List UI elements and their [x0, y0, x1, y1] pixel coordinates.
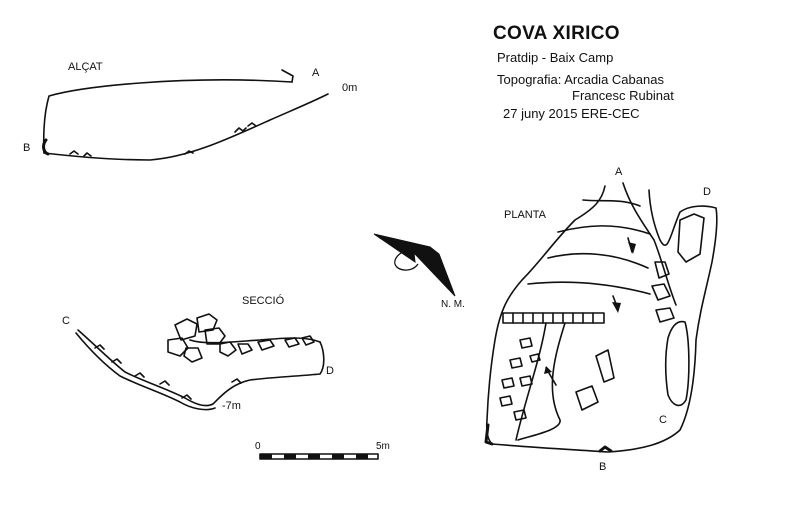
passage-arrow-3-head [544, 366, 552, 374]
passage-arrow-2-head [612, 302, 621, 313]
section-point-d: D [326, 365, 334, 377]
section-label: SECCIÓ [242, 295, 285, 307]
section-point-c: C [62, 315, 70, 327]
cross-section-profile [75, 313, 325, 411]
plan-point-b-marker [484, 423, 494, 446]
elevation-profile [42, 69, 329, 161]
plan-label: PLANTA [504, 209, 546, 221]
plan-view-outline [485, 182, 718, 453]
elevation-label: ALÇAT [68, 61, 103, 73]
passage-arrow-1-head [628, 242, 636, 254]
plan-point-d: D [703, 186, 711, 198]
plan-point-a: A [615, 166, 623, 178]
passage-arrows [545, 237, 633, 386]
elevation-point-a: A [312, 67, 320, 79]
survey-date-group: 27 juny 2015 ERE-CEC [503, 106, 640, 121]
plan-point-b: B [599, 461, 607, 473]
topography-authors-line1: Topografia: Arcadia Cabanas [497, 72, 664, 87]
elevation-point-b: B [23, 142, 31, 154]
scale-bar-segments [260, 454, 368, 459]
location-text: Pratdip - Baix Camp [497, 50, 614, 65]
elevation-depth-0m: 0m [342, 82, 358, 94]
page-title: COVA XIRICO [493, 23, 620, 44]
plan-point-c: C [659, 414, 667, 426]
magnetic-north-label: N. M. [441, 299, 465, 310]
section-depth-minus7m: -7m [222, 400, 241, 412]
scale-end-label: 5m [376, 441, 390, 452]
scale-start-label: 0 [255, 441, 261, 452]
north-arrow-icon [373, 233, 456, 297]
topography-authors-line2: Francesc Rubinat [572, 88, 674, 103]
